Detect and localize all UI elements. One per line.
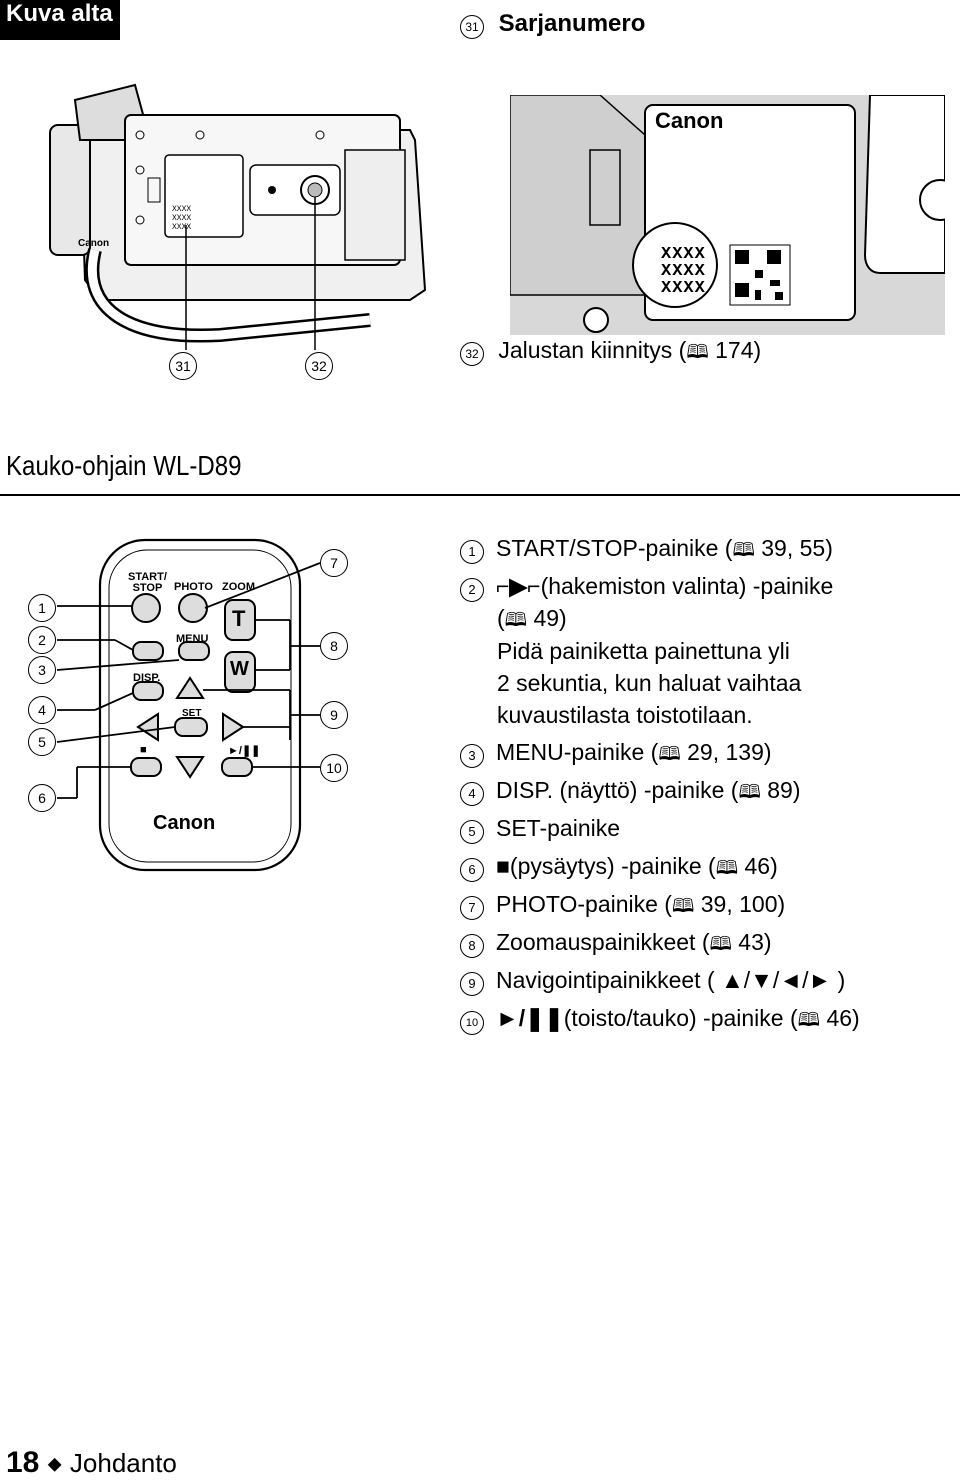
- remote-callout-4: 4: [28, 696, 56, 724]
- callout-32: 32: [305, 352, 333, 380]
- book-icon: 🕮: [658, 743, 681, 765]
- remote-callout-8: 8: [320, 632, 348, 660]
- footer-label: Johdanto: [69, 1448, 177, 1478]
- camera-brand: Canon: [78, 238, 110, 249]
- stop-icon: ■: [496, 853, 510, 879]
- heading-rule: [0, 494, 960, 496]
- callout-31: 31: [169, 352, 197, 380]
- book-icon: 🕮: [671, 895, 695, 917]
- play-pause-icon: ►/❚❚: [496, 1005, 564, 1031]
- book-icon: 🕮: [797, 1009, 821, 1031]
- book-icon: 🕮: [715, 857, 739, 879]
- nav-symbols: ▲/▼/◄/►: [721, 967, 832, 993]
- page-number: 18: [6, 1446, 40, 1479]
- book-icon: 🕮: [738, 781, 761, 803]
- camera-bottom-illustration: [49, 83, 427, 350]
- label-set: SET: [182, 708, 202, 719]
- label-play-pause: ►/❚❚: [228, 745, 261, 757]
- label-stop: ■: [140, 744, 147, 756]
- label-w: W: [230, 658, 249, 680]
- inset-brand: Canon: [655, 108, 724, 133]
- remote-callout-3: 3: [28, 656, 56, 684]
- label-start-stop: START/ STOP: [128, 571, 167, 594]
- inset-serial: XXXX XXXX XXXX: [661, 245, 706, 298]
- remote-callout-6: 6: [28, 784, 56, 812]
- legend-item-10: 10►/❚❚ (toisto/tauko) -painike (🕮 46): [460, 1003, 860, 1035]
- item-32: 32 Jalustan kiinnitys (🕮 174): [460, 337, 761, 370]
- label-zoom: ZOOM: [222, 581, 255, 593]
- camera-serial-small: XXXX XXXX XXXX: [172, 205, 192, 232]
- legend-item-6: 6■ (pysäytys) -painike (🕮 46): [460, 851, 778, 883]
- diamond-separator: ◆: [47, 1453, 62, 1474]
- index-icon: ⌐▶⌐: [496, 573, 541, 599]
- label-disp: DISP.: [133, 672, 161, 684]
- remote-callout-7: 7: [320, 549, 348, 577]
- remote-brand: Canon: [153, 812, 216, 834]
- label-menu: MENU: [176, 633, 209, 645]
- section-tab: Kuva alta: [0, 0, 120, 40]
- remote-callout-1: 1: [28, 594, 56, 622]
- legend-item-2-ref: (🕮 49): [497, 603, 567, 635]
- legend-item-2-line3: Pidä painiketta painettuna yli: [497, 638, 790, 664]
- remote-callout-5: 5: [28, 728, 56, 756]
- remote-callout-2: 2: [28, 626, 56, 654]
- serial-zoom-inset: [510, 95, 945, 335]
- remote-callout-10: 10: [320, 754, 348, 782]
- title-31: Sarjanumero: [498, 10, 646, 37]
- label-t: T: [232, 606, 246, 631]
- remote-illustration: [56, 538, 321, 872]
- book-icon: 🕮: [686, 341, 709, 363]
- remote-callout-9: 9: [320, 701, 348, 729]
- legend-item-2-line4: 2 sekuntia, kun haluat vaihtaa: [497, 670, 802, 696]
- legend-item-2-line5: kuvaustilasta toistotilaan.: [497, 702, 753, 728]
- book-icon: 🕮: [709, 933, 732, 955]
- page-footer: 18 ◆ Johdanto: [6, 1446, 177, 1480]
- ref-32: 174): [715, 337, 762, 363]
- label-photo: PHOTO: [174, 581, 213, 593]
- num-31: 31: [460, 15, 484, 39]
- book-icon: 🕮: [504, 609, 528, 631]
- legend-item-2: 2⌐▶⌐ (hakemiston valinta) -painike: [460, 571, 833, 602]
- book-icon: 🕮: [732, 539, 755, 561]
- text-32: Jalustan kiinnitys (: [498, 337, 687, 363]
- item-31: 31 Sarjanumero: [460, 10, 645, 39]
- page-heading: Kauko-ohjain WL-D89: [6, 450, 242, 481]
- num-32: 32: [460, 342, 484, 366]
